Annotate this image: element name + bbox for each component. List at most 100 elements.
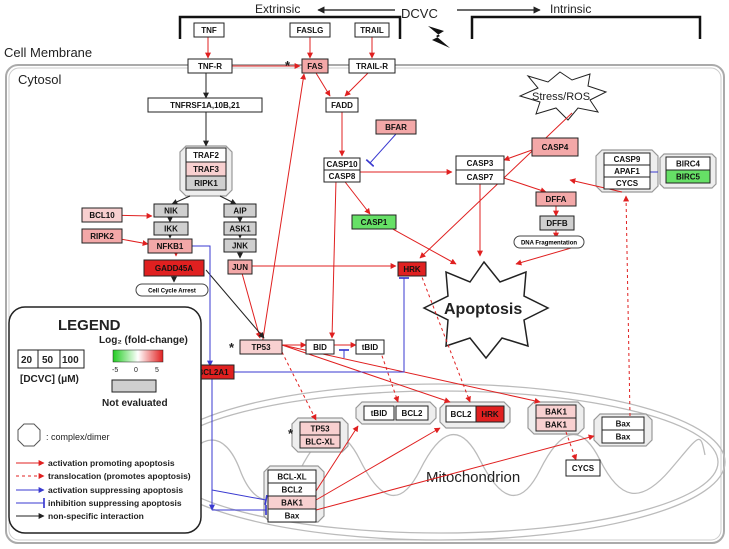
node-box (185, 175, 227, 191)
node-label: NIK (164, 207, 178, 216)
node-bcl2-c: BCL2 (395, 405, 429, 421)
cytosol-label: Cytosol (18, 72, 61, 87)
mitochondrion-label: Mitochondrion (426, 469, 520, 486)
node-box (187, 58, 233, 74)
node-bak1-b: BAK1 (535, 417, 577, 432)
node-label: CASP1 (361, 218, 388, 227)
node-box (143, 259, 205, 277)
node-label: BAK1 (545, 421, 567, 430)
node-tnfrsf: TNFRSF1A,10B,21 (147, 97, 263, 113)
node-box (455, 169, 505, 185)
legend-item-activation-suppressing: activation suppressing apoptosis (48, 485, 183, 495)
node-label: FASLG (297, 26, 324, 35)
node-box (531, 137, 579, 157)
node-label: CYCS (616, 179, 639, 188)
node-bcl10: BCL10 (81, 207, 123, 223)
node-label: BLC-XL (305, 438, 334, 447)
node-box (565, 459, 601, 477)
node-label: RIPK2 (90, 232, 114, 241)
node-box (323, 169, 361, 183)
node-label: Bax (616, 433, 631, 442)
node-tp53-m: TP53 (299, 421, 341, 436)
legend-item-activation: activation promoting apoptosis (48, 458, 175, 468)
node-label: CASP10 (326, 160, 358, 169)
scale-min: -5 (112, 367, 118, 374)
asterisk-fas: * (285, 58, 291, 73)
dcvc-label: DCVC (401, 6, 438, 21)
node-bfar: BFAR (375, 119, 417, 135)
node-bcl2-hrk: BCL2 (445, 405, 477, 423)
node-bclxl: BCL-XL (267, 469, 317, 484)
node-label: BCL2A1 (197, 368, 229, 377)
node-box (147, 97, 263, 113)
dose-boxes: 20 50 100 (17, 349, 85, 369)
node-cycs-complex: CYCS (603, 176, 651, 190)
legend-title: LEGEND (58, 317, 121, 334)
node-cycs-m: CYCS (565, 459, 601, 477)
node-box (267, 508, 317, 523)
node-label: NFKB1 (157, 242, 184, 251)
dose-50: 50 (42, 355, 54, 366)
node-casp9: CASP9 (603, 152, 651, 166)
node-label: ASK1 (229, 225, 251, 234)
node-dffa: DFFA (535, 191, 577, 207)
node-label: Bax (285, 512, 300, 521)
node-label: JUN (232, 263, 248, 272)
lightning-icon (428, 26, 450, 48)
node-label: TRAF3 (193, 165, 219, 174)
node-nik: NIK (153, 203, 189, 218)
node-fadd: FADD (325, 97, 359, 113)
node-label: TP53 (251, 343, 271, 352)
node-label: tBID (362, 343, 379, 352)
apoptosis-star (422, 260, 550, 360)
node-box (301, 58, 329, 74)
asterisk-tp53-complex: * (288, 426, 294, 441)
node-label: CYCS (572, 464, 595, 473)
node-box (397, 261, 427, 277)
node-label: APAF1 (614, 167, 640, 176)
node-label: GADD45A (155, 264, 193, 273)
node-label: BID (313, 343, 327, 352)
node-bak1-m: BAK1 (267, 495, 317, 510)
node-label: AIP (233, 207, 247, 216)
node-dffb: DFFB (539, 215, 575, 231)
node-box (81, 207, 123, 223)
node-box (325, 97, 359, 113)
node-fas: FAS (301, 58, 329, 74)
node-hrk-c: HRK (475, 405, 505, 423)
complex-label: : complex/dimer (46, 432, 110, 442)
node-bax-b: Bax (601, 429, 645, 444)
node-label: BIRC4 (676, 160, 701, 169)
node-box (395, 405, 429, 421)
node-label: DNA Fragmentation (521, 241, 577, 247)
node-box (363, 405, 395, 421)
node-casp8: CASP8 (323, 169, 361, 183)
not-evaluated-swatch (111, 379, 157, 393)
scale-mid: 0 (134, 367, 138, 374)
node-dna-frag: DNA Fragmentation (513, 235, 585, 249)
node-box (535, 417, 577, 432)
node-bax-m: Bax (267, 508, 317, 523)
asterisk-tp53: * (229, 340, 235, 355)
stress-ros-burst (518, 71, 608, 121)
node-label: BCL10 (89, 211, 115, 220)
node-nfkb1: NFKB1 (147, 238, 193, 254)
node-label: TRAIL-R (356, 62, 388, 71)
node-label: TP53 (310, 425, 330, 434)
node-label: CASP3 (467, 159, 494, 168)
node-label: HRK (481, 410, 499, 419)
node-box (348, 58, 396, 74)
node-aip: AIP (223, 203, 257, 218)
node-label: BCL2 (451, 410, 472, 419)
node-ripk2: RIPK2 (81, 228, 123, 244)
node-birc5: BIRC5 (665, 169, 711, 184)
node-box (289, 22, 331, 38)
node-apaf1: APAF1 (603, 164, 651, 178)
node-casp3: CASP3 (455, 155, 505, 171)
legend-item-translocation: translocation (promotes apoptosis) (48, 471, 191, 481)
node-label: Cell Cycle Arrest (148, 289, 196, 295)
node-box (603, 176, 651, 190)
node-label: TNFRSF1A,10B,21 (170, 101, 240, 110)
